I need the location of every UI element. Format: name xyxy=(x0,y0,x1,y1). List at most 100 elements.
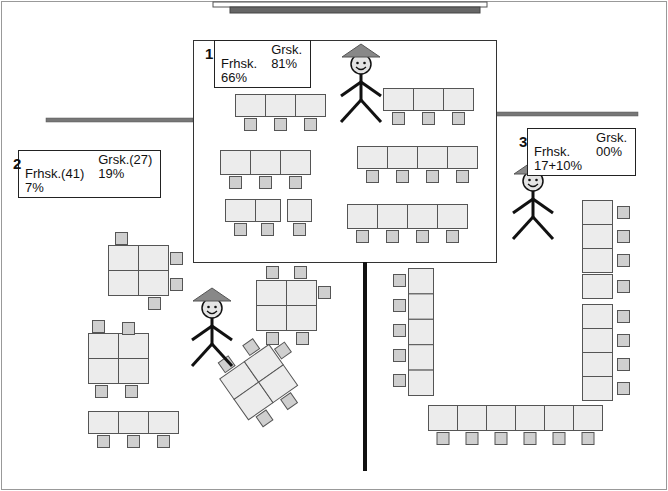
smile xyxy=(356,67,366,70)
stat-box: 2Grsk.(27)Frhsk.(41)19%7% xyxy=(18,150,161,198)
chair xyxy=(618,231,630,243)
stat-box: 1Grsk.Frhsk.81%66% xyxy=(214,40,311,88)
teacher-figure xyxy=(341,44,381,122)
desk xyxy=(408,205,438,229)
chair xyxy=(243,339,260,356)
chair xyxy=(96,386,108,398)
desk xyxy=(266,95,296,117)
chair xyxy=(524,433,536,445)
hat xyxy=(193,288,231,301)
desk xyxy=(119,412,149,434)
desk xyxy=(384,89,414,111)
chair xyxy=(126,386,138,398)
desk xyxy=(583,249,613,273)
chair xyxy=(397,171,409,183)
chair xyxy=(294,224,306,236)
desk xyxy=(545,406,574,431)
column-heading: Grsk. xyxy=(596,131,627,145)
desk xyxy=(89,359,119,384)
chair xyxy=(171,279,183,291)
chair xyxy=(93,321,105,333)
desk xyxy=(409,294,434,319)
desk xyxy=(583,329,613,353)
chair xyxy=(98,436,110,448)
chair xyxy=(437,433,449,445)
chair xyxy=(553,433,565,445)
leg xyxy=(533,217,553,239)
desk xyxy=(583,275,613,299)
desk xyxy=(251,151,281,175)
smile xyxy=(207,311,217,314)
chair xyxy=(495,433,507,445)
desk xyxy=(287,281,317,306)
chair xyxy=(295,267,307,279)
leg xyxy=(341,100,361,122)
teachers xyxy=(192,44,553,366)
chair xyxy=(260,177,272,189)
chair xyxy=(367,171,379,183)
blackboard xyxy=(230,7,480,13)
desk-cluster xyxy=(212,325,317,431)
chair xyxy=(387,231,399,243)
chair xyxy=(262,224,274,236)
column-heading: Grsk.(27) xyxy=(98,153,152,167)
chair xyxy=(417,231,429,243)
chair xyxy=(357,231,369,243)
desk xyxy=(296,95,326,117)
chair xyxy=(297,333,309,345)
arm xyxy=(212,326,232,340)
chair xyxy=(235,224,247,236)
chair xyxy=(618,383,630,395)
chair xyxy=(394,300,406,312)
percentage: 00% xyxy=(596,145,627,159)
desk xyxy=(409,345,434,370)
chair xyxy=(618,281,630,293)
chair xyxy=(275,342,292,359)
column-heading: Frhsk. xyxy=(221,57,257,71)
desk xyxy=(409,370,434,395)
desk xyxy=(257,306,287,331)
desk xyxy=(429,406,458,431)
chair xyxy=(618,335,630,347)
chair xyxy=(453,113,465,125)
desk xyxy=(236,95,266,117)
desk xyxy=(583,305,613,329)
zone-1-area xyxy=(194,41,497,263)
desk xyxy=(409,319,434,344)
chair xyxy=(466,433,478,445)
chair xyxy=(618,359,630,371)
wall xyxy=(46,118,193,122)
desk xyxy=(109,246,139,271)
chair xyxy=(457,171,469,183)
partition xyxy=(363,262,367,471)
desk xyxy=(281,151,311,175)
leg xyxy=(192,344,212,366)
chair xyxy=(394,375,406,387)
desk xyxy=(414,89,444,111)
percentage: 7% xyxy=(25,181,84,195)
eye xyxy=(528,179,531,182)
arm xyxy=(361,82,381,96)
chair xyxy=(158,436,170,448)
chair xyxy=(427,171,439,183)
desk xyxy=(378,205,408,229)
arm xyxy=(192,326,212,340)
desk xyxy=(583,353,613,377)
chair xyxy=(394,275,406,287)
percentage: 81% xyxy=(271,57,302,71)
eye xyxy=(214,306,217,309)
chair xyxy=(267,267,279,279)
desk xyxy=(89,412,119,434)
chair xyxy=(447,231,459,243)
column-heading: Frhsk. xyxy=(534,145,582,159)
desk xyxy=(287,306,317,331)
percentage: 19% xyxy=(98,167,152,181)
desk xyxy=(221,151,251,175)
desk xyxy=(288,200,312,222)
hat xyxy=(342,44,380,57)
chair xyxy=(618,311,630,323)
chair xyxy=(281,393,298,410)
